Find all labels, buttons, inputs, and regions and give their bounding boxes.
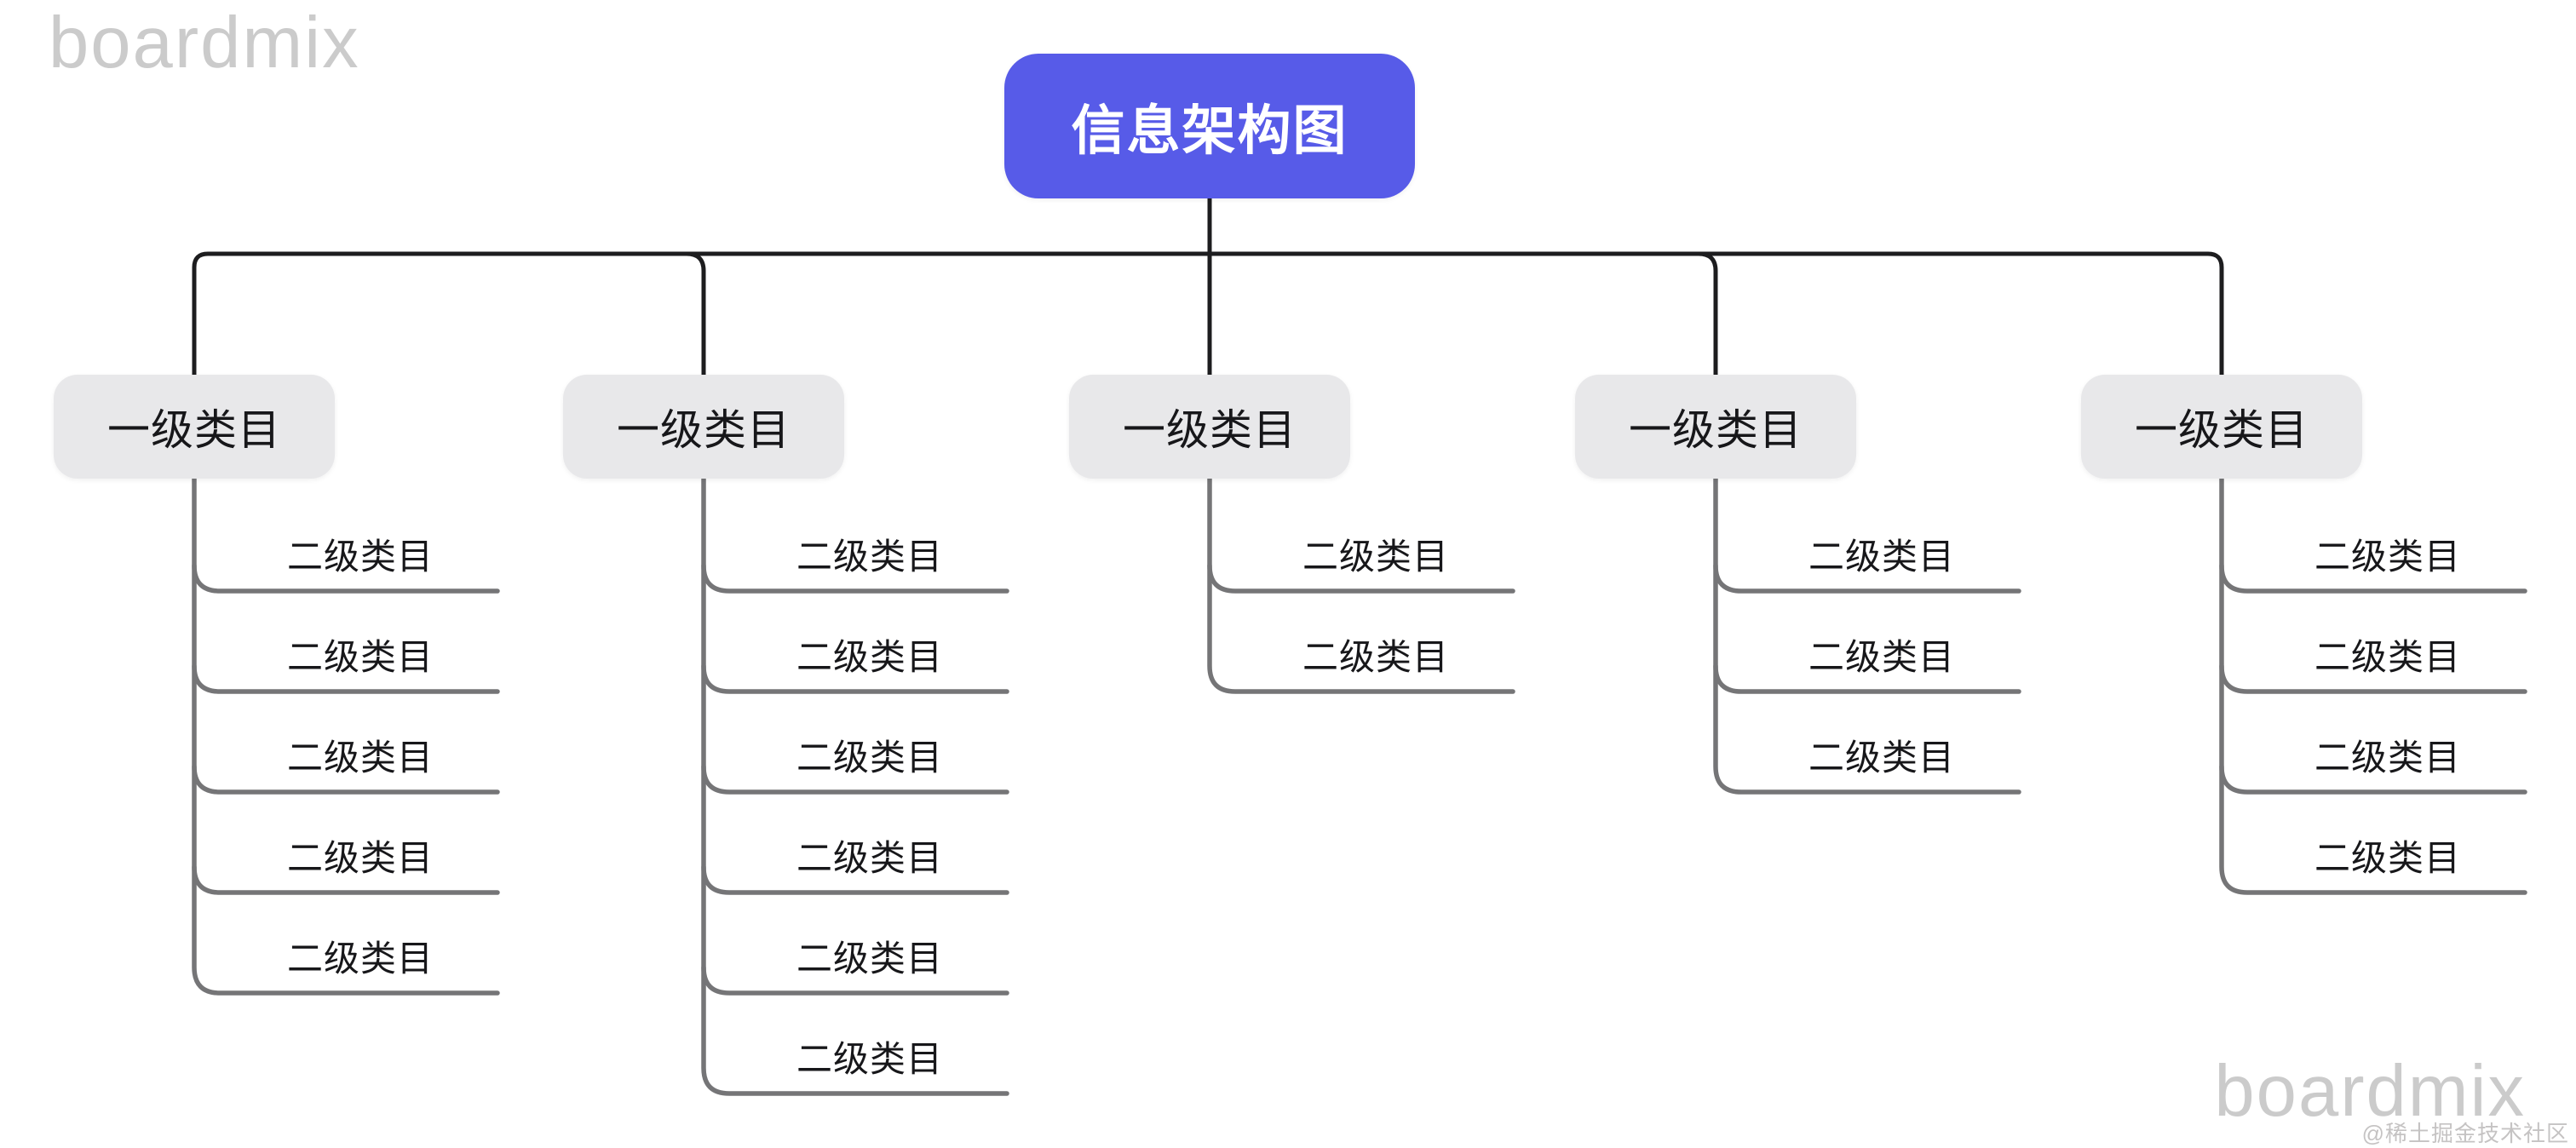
level2-item-5-3[interactable]: 二级类目 xyxy=(2314,738,2461,778)
level2-item-2-1[interactable]: 二级类目 xyxy=(796,537,943,577)
level2-item-3-2[interactable]: 二级类目 xyxy=(1302,637,1449,677)
level2-item-2-4[interactable]: 二级类目 xyxy=(796,838,943,878)
level2-item-4-2[interactable]: 二级类目 xyxy=(1808,637,1955,677)
level1-node-label: 一级类目 xyxy=(1123,406,1297,454)
level1-node-3[interactable]: 一级类目 xyxy=(1069,375,1350,479)
connector-path xyxy=(192,563,500,594)
connector-path xyxy=(1207,476,1515,694)
connector-path xyxy=(192,663,500,694)
connector-path xyxy=(1713,563,2021,594)
boardmix-watermark-bottom: boardmix xyxy=(2214,1051,2526,1132)
connector-path xyxy=(1713,663,2021,694)
level1-node-2[interactable]: 一级类目 xyxy=(563,375,844,479)
connector-path xyxy=(701,563,1009,594)
level2-item-1-2[interactable]: 二级类目 xyxy=(286,637,434,677)
connector-path xyxy=(2219,476,2527,895)
connector-path xyxy=(701,476,1009,1096)
level1-node-1[interactable]: 一级类目 xyxy=(54,375,335,479)
level2-item-1-1[interactable]: 二级类目 xyxy=(286,537,434,577)
level2-item-5-2[interactable]: 二级类目 xyxy=(2314,637,2461,677)
level1-node-label: 一级类目 xyxy=(2135,406,2309,454)
connector-path xyxy=(192,476,500,996)
level2-item-2-6[interactable]: 二级类目 xyxy=(796,1039,943,1079)
credit-watermark: @稀土掘金技术社区 xyxy=(2361,1121,2569,1147)
level2-item-5-1[interactable]: 二级类目 xyxy=(2314,537,2461,577)
level1-node-label: 一级类目 xyxy=(1629,406,1803,454)
connector-path xyxy=(192,764,500,795)
connector-path xyxy=(701,764,1009,795)
connector-path xyxy=(701,965,1009,996)
connector-path xyxy=(684,251,706,377)
level2-item-2-2[interactable]: 二级类目 xyxy=(796,637,943,677)
level1-node-label: 一级类目 xyxy=(617,406,791,454)
root-node[interactable]: 信息架构图 xyxy=(1004,54,1415,198)
connector-path xyxy=(701,663,1009,694)
root-node-label: 信息架构图 xyxy=(1071,100,1348,161)
level1-node-label: 一级类目 xyxy=(107,406,281,454)
connector-path xyxy=(701,864,1009,895)
level2-item-1-4[interactable]: 二级类目 xyxy=(286,838,434,878)
connector-path xyxy=(192,251,2224,377)
connector-path xyxy=(192,864,500,895)
level2-item-3-1[interactable]: 二级类目 xyxy=(1302,537,1449,577)
connector-path xyxy=(2219,764,2527,795)
level2-item-5-4[interactable]: 二级类目 xyxy=(2314,838,2461,878)
level2-item-2-3[interactable]: 二级类目 xyxy=(796,738,943,778)
level2-item-4-1[interactable]: 二级类目 xyxy=(1808,537,1955,577)
boardmix-watermark-top: boardmix xyxy=(49,3,360,83)
connector-path xyxy=(1207,563,1515,594)
level2-item-4-3[interactable]: 二级类目 xyxy=(1808,738,1955,778)
level2-item-1-3[interactable]: 二级类目 xyxy=(286,738,434,778)
level1-node-5[interactable]: 一级类目 xyxy=(2081,375,2362,479)
connector-path xyxy=(1713,476,2021,795)
level2-item-1-5[interactable]: 二级类目 xyxy=(286,938,434,979)
level1-node-4[interactable]: 一级类目 xyxy=(1575,375,1856,479)
level2-item-2-5[interactable]: 二级类目 xyxy=(796,938,943,979)
connector-path xyxy=(2219,663,2527,694)
connector-path xyxy=(1696,251,1718,377)
connector-path xyxy=(2219,563,2527,594)
